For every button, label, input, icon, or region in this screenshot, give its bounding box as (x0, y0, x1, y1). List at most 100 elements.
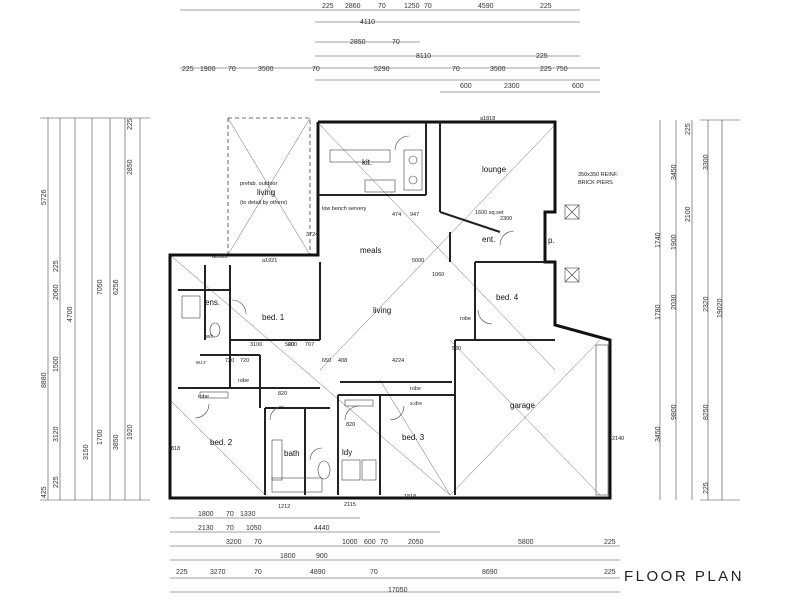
label-robe-4: robe (460, 316, 471, 322)
svg-text:70: 70 (254, 569, 262, 576)
svg-text:70: 70 (226, 511, 234, 518)
svg-text:5800: 5800 (518, 539, 534, 546)
floor-plan-title: FLOOR PLAN (624, 568, 745, 585)
svg-text:720: 720 (240, 358, 249, 364)
internal-walls (178, 122, 555, 495)
svg-text:4890: 4890 (310, 569, 326, 576)
svg-text:225: 225 (53, 260, 60, 272)
svg-text:a1921: a1921 (262, 258, 277, 264)
svg-text:3500: 3500 (490, 66, 506, 73)
label-ldy: ldy (342, 448, 352, 457)
label-low-bench: low bench servery (322, 206, 367, 212)
svg-text:70: 70 (254, 539, 262, 546)
svg-text:5290: 5290 (374, 66, 390, 73)
svg-text:70: 70 (370, 569, 378, 576)
svg-text:474: 474 (392, 212, 401, 218)
label-robe-1: robe (238, 378, 249, 384)
label-ens: ens. (205, 298, 220, 307)
svg-text:3850: 3850 (113, 434, 120, 450)
svg-text:8110: 8110 (416, 53, 431, 60)
svg-text:1800: 1800 (280, 553, 296, 560)
svg-text:3300: 3300 (703, 154, 710, 170)
svg-text:900: 900 (316, 553, 328, 560)
svg-text:1330: 1330 (240, 511, 256, 518)
svg-text:520: 520 (285, 342, 294, 348)
svg-text:2860: 2860 (345, 3, 361, 10)
svg-text:225: 225 (540, 66, 552, 73)
dims-top: 225 2860 70 1250 70 4590 225 4110 2850 7… (182, 3, 584, 90)
svg-text:650: 650 (322, 358, 331, 364)
svg-text:707: 707 (305, 342, 314, 348)
label-lounge: lounge (482, 165, 507, 174)
label-bed4: bed. 4 (496, 293, 519, 302)
svg-text:4700: 4700 (67, 306, 74, 322)
svg-text:600: 600 (288, 342, 297, 348)
label-outdoor-3: (to detail by others) (240, 200, 287, 206)
svg-text:600: 600 (460, 83, 472, 90)
label-robe-2: robe (198, 394, 209, 400)
svg-text:70: 70 (392, 39, 400, 46)
svg-text:2140: 2140 (612, 436, 624, 442)
svg-text:3450: 3450 (671, 164, 678, 180)
svg-text:225: 225 (127, 118, 134, 130)
svg-text:2030: 2030 (671, 294, 678, 310)
dims-bottom: 1800 70 1330 2130 70 1050 4440 3200 70 1… (176, 511, 616, 594)
svg-text:947: 947 (410, 212, 419, 218)
label-p: p. (548, 236, 555, 245)
svg-text:1920: 1920 (127, 424, 134, 440)
svg-text:3450: 3450 (655, 426, 662, 442)
svg-text:70: 70 (312, 66, 320, 73)
svg-text:408: 408 (338, 358, 347, 364)
svg-text:520: 520 (452, 346, 461, 352)
room-labels: lounge kit. meals living ent. p. bed. 1 … (195, 158, 619, 458)
svg-text:1500: 1500 (53, 356, 60, 372)
svg-text:1800: 1800 (198, 511, 214, 518)
dimension-lines (40, 9, 740, 593)
svg-text:3100: 3100 (250, 342, 262, 348)
svg-text:3500: 3500 (258, 66, 274, 73)
label-wir: w.i.r (195, 360, 206, 366)
svg-text:70: 70 (228, 66, 236, 73)
label-ent: ent. (482, 235, 495, 244)
svg-text:6256: 6256 (113, 279, 120, 295)
svg-text:8880: 8880 (41, 372, 48, 388)
label-outdoor-1: prefab. outdoor (240, 181, 277, 187)
svg-text:70: 70 (226, 525, 234, 532)
svg-text:2850: 2850 (127, 159, 134, 175)
label-piers-1: 350x350 REINF. (578, 172, 619, 178)
svg-text:600: 600 (572, 83, 584, 90)
svg-text:4110: 4110 (360, 19, 375, 26)
svg-text:2050: 2050 (408, 539, 424, 546)
label-garage: garage (510, 401, 535, 410)
label-bed1: bed. 1 (262, 313, 285, 322)
svg-text:225: 225 (182, 66, 194, 73)
svg-text:1900: 1900 (200, 66, 216, 73)
svg-text:225: 225 (540, 3, 552, 10)
interior-dimensions: 3100 520 600 707 650 408 4224 820 720 72… (168, 116, 624, 510)
svg-text:225: 225 (322, 3, 334, 10)
svg-text:1060: 1060 (432, 272, 444, 278)
room-diagonals (169, 124, 601, 496)
svg-text:4224: 4224 (392, 358, 404, 364)
svg-text:1818: 1818 (168, 446, 180, 452)
label-living: living (373, 306, 391, 315)
svg-text:2300: 2300 (500, 216, 512, 222)
external-walls (168, 120, 612, 500)
label-robe-3: robe (410, 386, 421, 392)
svg-text:2115: 2115 (344, 502, 356, 508)
svg-text:425: 425 (41, 486, 48, 498)
svg-text:2300: 2300 (504, 83, 520, 90)
label-kit: kit. (362, 158, 372, 167)
door-swings (194, 135, 515, 461)
svg-text:2130: 2130 (198, 525, 214, 532)
svg-text:9800: 9800 (671, 404, 678, 420)
svg-text:70: 70 (378, 3, 386, 10)
svg-text:1700: 1700 (97, 429, 104, 445)
svg-text:8690: 8690 (482, 569, 498, 576)
svg-text:19020: 19020 (717, 298, 724, 318)
brick-piers (564, 204, 580, 283)
svg-text:4440: 4440 (314, 525, 330, 532)
svg-text:1212: 1212 (278, 504, 290, 510)
label-wc: w/c (204, 334, 214, 340)
svg-text:225: 225 (604, 539, 616, 546)
